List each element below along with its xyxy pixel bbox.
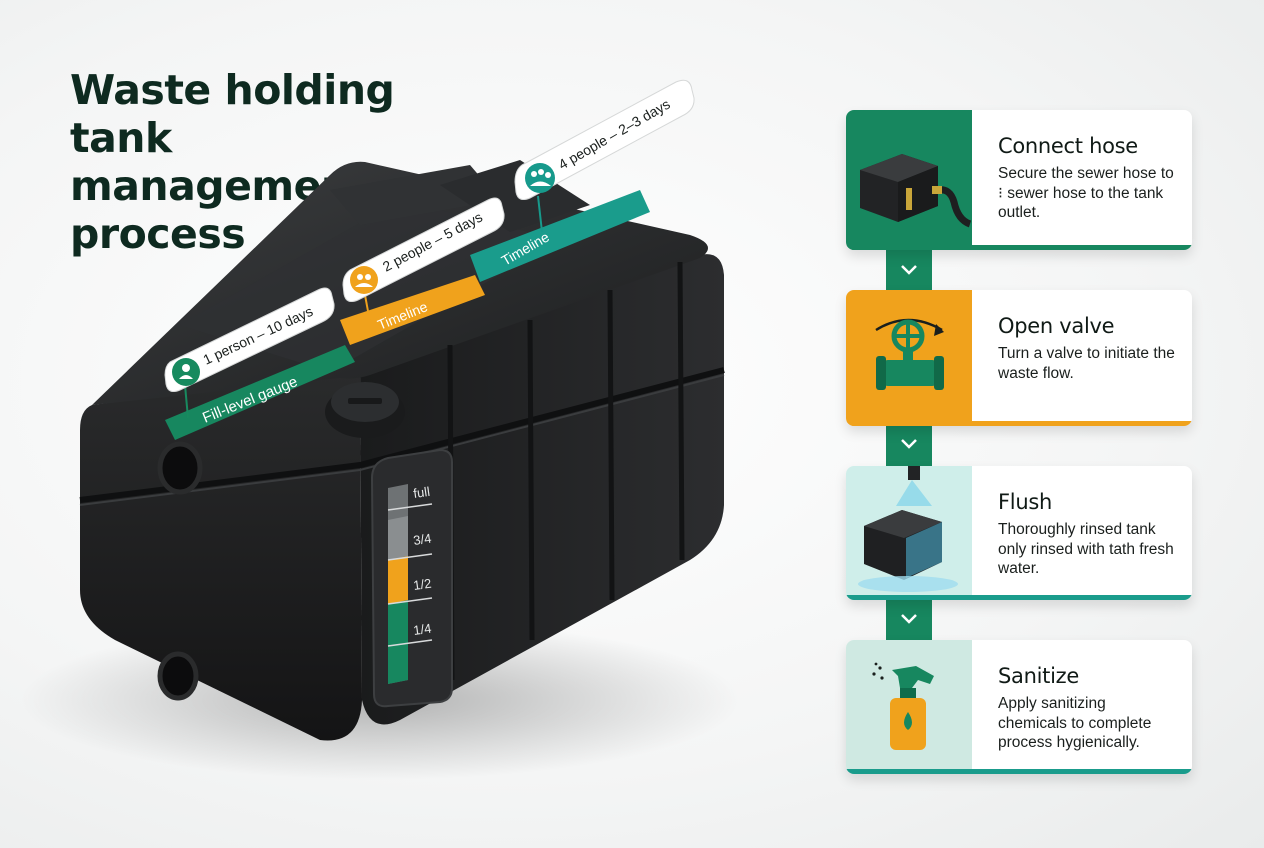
step-connector — [886, 598, 932, 642]
step-text: Sanitize Apply sanitizing chemicals to c… — [998, 664, 1178, 753]
step-title: Flush — [998, 490, 1052, 514]
gauge-tick — [387, 597, 433, 605]
title-line-1: Waste holding tank — [70, 66, 395, 162]
step-card-flush: Flush Thoroughly rinsed tank only rinsed… — [846, 466, 1192, 600]
callout-bubble-2 — [342, 197, 505, 302]
step-text: Open valve Turn a valve to initiate the … — [998, 314, 1178, 383]
gauge-label-1-2: 1/2 — [412, 576, 432, 593]
tank-illustration: Fill-level gauge Timeline Timeline 1 per… — [20, 79, 740, 780]
callout-label-3: 4 people – 2–3 days — [556, 96, 673, 173]
callout-stem — [364, 294, 371, 323]
gauge-band-green — [165, 345, 355, 440]
step-title: Open valve — [998, 314, 1115, 338]
step-connector — [886, 248, 932, 294]
chevron-down-icon — [901, 439, 917, 449]
tank-hose-icon — [860, 154, 972, 228]
valve-icon — [875, 318, 944, 390]
callout-bubble-1 — [164, 287, 335, 392]
chevron-down-icon — [901, 614, 917, 624]
spray-bottle-icon — [872, 662, 934, 750]
tank-rib — [527, 319, 535, 641]
group-icon — [525, 163, 555, 193]
step-underline — [846, 595, 1192, 600]
callout-stem — [184, 384, 189, 419]
step-underline — [846, 245, 1192, 250]
step-text: Connect hose Secure the sewer hose to ⁝ … — [998, 134, 1178, 223]
gauge-band-orange — [340, 275, 485, 345]
title-line-3: process — [70, 210, 246, 258]
step-title: Connect hose — [998, 134, 1138, 158]
step-underline — [846, 421, 1192, 426]
gauge-label-1-4: 1/4 — [412, 621, 432, 638]
gauge-band-teal — [470, 190, 650, 282]
callout-stem — [537, 195, 543, 233]
tank-front-face — [80, 370, 362, 741]
gauge-label-full: full — [412, 484, 431, 501]
gauge-tick — [387, 553, 433, 561]
step-underline — [846, 769, 1192, 774]
callout-bubble-3 — [514, 79, 695, 200]
fill-gauge-gray — [388, 516, 408, 560]
fill-gauge-green-low — [388, 600, 408, 684]
chevron-down-icon — [901, 265, 917, 275]
gauge-tick — [387, 503, 433, 511]
step-text: Flush Thoroughly rinsed tank only rinsed… — [998, 490, 1178, 579]
step-description: Thoroughly rinsed tank only rinsed with … — [998, 521, 1174, 577]
tank-ridge — [440, 160, 590, 232]
step-card-open-valve: Open valve Turn a valve to initiate the … — [846, 290, 1192, 426]
step-description: Secure the sewer hose to ⁝ sewer hose to… — [998, 165, 1174, 221]
gauge-tick — [387, 639, 433, 647]
step-title: Sanitize — [998, 664, 1079, 688]
flush-tank-icon — [858, 466, 958, 592]
tank-cap-notch — [348, 398, 382, 404]
gauge-label-3-4: 3/4 — [412, 531, 432, 548]
tank-rib — [677, 261, 685, 561]
step-card-sanitize: Sanitize Apply sanitizing chemicals to c… — [846, 640, 1192, 774]
step-card-connect-hose: Connect hose Secure the sewer hose to ⁝ … — [846, 110, 1192, 250]
step-description: Turn a valve to initiate the waste flow. — [998, 345, 1175, 382]
step-description: Apply sanitizing chemicals to complete p… — [998, 695, 1152, 751]
tank-outlet-upper — [157, 441, 203, 495]
fill-gauge-orange — [388, 556, 408, 604]
two-people-icon — [350, 266, 378, 294]
tank-rib — [607, 289, 615, 601]
tank-outlet-lower — [157, 651, 199, 701]
